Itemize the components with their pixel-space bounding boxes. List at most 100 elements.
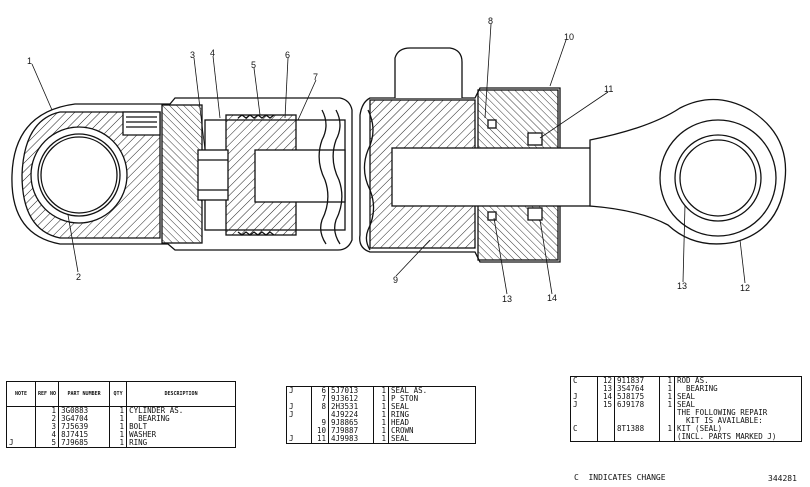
- note: [570, 433, 598, 442]
- note: [6, 423, 36, 431]
- part: 5J7013: [328, 386, 374, 395]
- part: 7J5639: [58, 423, 110, 431]
- note: C: [570, 376, 598, 385]
- qty: 1: [373, 419, 389, 427]
- callout-13-rod: 13: [677, 281, 687, 291]
- note: J: [6, 439, 36, 448]
- qty: 1: [109, 423, 127, 431]
- qty: 1: [659, 393, 675, 401]
- ref: 2: [34, 415, 59, 423]
- part: 2H3531: [328, 403, 374, 411]
- part: 5J8175: [614, 393, 660, 401]
- callout-11: 11: [604, 84, 613, 94]
- ref: [311, 411, 329, 419]
- desc: KIT (SEAL): [674, 425, 802, 433]
- note: [570, 417, 598, 425]
- qty: [659, 433, 675, 442]
- ref: 5: [34, 439, 59, 448]
- note: J: [570, 401, 598, 409]
- qty: 1: [109, 415, 127, 423]
- qty: 1: [659, 401, 675, 409]
- callout-12: 12: [740, 283, 750, 293]
- qty: 1: [659, 385, 675, 393]
- part: 911837: [614, 376, 660, 385]
- part: 7J9887: [328, 427, 374, 435]
- ref: 13: [597, 385, 615, 393]
- table-row: THE FOLLOWING REPAIR: [570, 409, 802, 417]
- ref: [597, 425, 615, 433]
- callout-7: 7: [313, 72, 318, 82]
- ref: 11: [311, 435, 329, 444]
- part: 3G4704: [58, 415, 110, 423]
- ref: 6: [311, 386, 329, 395]
- desc: THE FOLLOWING REPAIR: [674, 409, 802, 417]
- qty: 1: [659, 376, 675, 385]
- part: [614, 417, 660, 425]
- desc: SEAL: [674, 401, 802, 409]
- qty: 1: [373, 386, 389, 395]
- qty: 1: [373, 427, 389, 435]
- callout-4: 4: [210, 48, 215, 58]
- callout-13-head: 13: [502, 294, 512, 304]
- part: 3S4764: [614, 385, 660, 393]
- callout-3: 3: [190, 50, 195, 60]
- qty: 1: [373, 403, 389, 411]
- desc: SEAL AS.: [388, 386, 476, 395]
- desc: KIT IS AVAILABLE:: [674, 417, 802, 425]
- part: [614, 433, 660, 442]
- ref: 14: [597, 393, 615, 401]
- part: 4J9983: [328, 435, 374, 444]
- callout-2: 2: [76, 272, 81, 282]
- header-desc: DESCRIPTION: [126, 381, 236, 407]
- note: [286, 419, 312, 427]
- note: [286, 427, 312, 435]
- qty: [659, 417, 675, 425]
- desc: HEAD: [388, 419, 476, 427]
- header-ref: REF NO: [34, 381, 60, 407]
- part: 8J7415: [58, 431, 110, 439]
- qty: 1: [373, 411, 389, 419]
- desc: RING: [126, 439, 236, 448]
- ref: 10: [311, 427, 329, 435]
- ref: 1: [34, 406, 59, 415]
- callout-labels: 1 2 3 4 5 6 7 8 9 10 11 12 13 13 14: [27, 16, 750, 304]
- table-header-row: NOTE REF NO PART NUMBER QTY DESCRIPTION: [6, 381, 236, 407]
- note: [6, 406, 36, 415]
- part: 8T1388: [614, 425, 660, 433]
- note: J: [286, 435, 312, 444]
- desc: CROWN: [388, 427, 476, 435]
- part: 9J8865: [328, 419, 374, 427]
- callout-10: 10: [564, 32, 574, 42]
- desc: SEAL: [388, 435, 476, 444]
- parts-table-1: NOTE REF NO PART NUMBER QTY DESCRIPTION …: [6, 381, 236, 448]
- change-footnote: C INDICATES CHANGE: [574, 473, 666, 482]
- qty: [659, 409, 675, 417]
- header-part: PART NUMBER: [58, 381, 111, 407]
- ref: 15: [597, 401, 615, 409]
- ref: [597, 417, 615, 425]
- desc: CYLINDER AS.: [126, 406, 236, 415]
- note: [6, 415, 36, 423]
- rod-eye: [589, 98, 787, 245]
- ref: [597, 433, 615, 442]
- note: [6, 431, 36, 439]
- callout-9: 9: [393, 275, 398, 285]
- qty: 1: [109, 431, 127, 439]
- cylinder-body-left: [11, 97, 353, 251]
- ref: 3: [34, 423, 59, 431]
- ref: 7: [311, 395, 329, 403]
- desc: P STON: [388, 395, 476, 403]
- desc: BEARING: [126, 415, 236, 423]
